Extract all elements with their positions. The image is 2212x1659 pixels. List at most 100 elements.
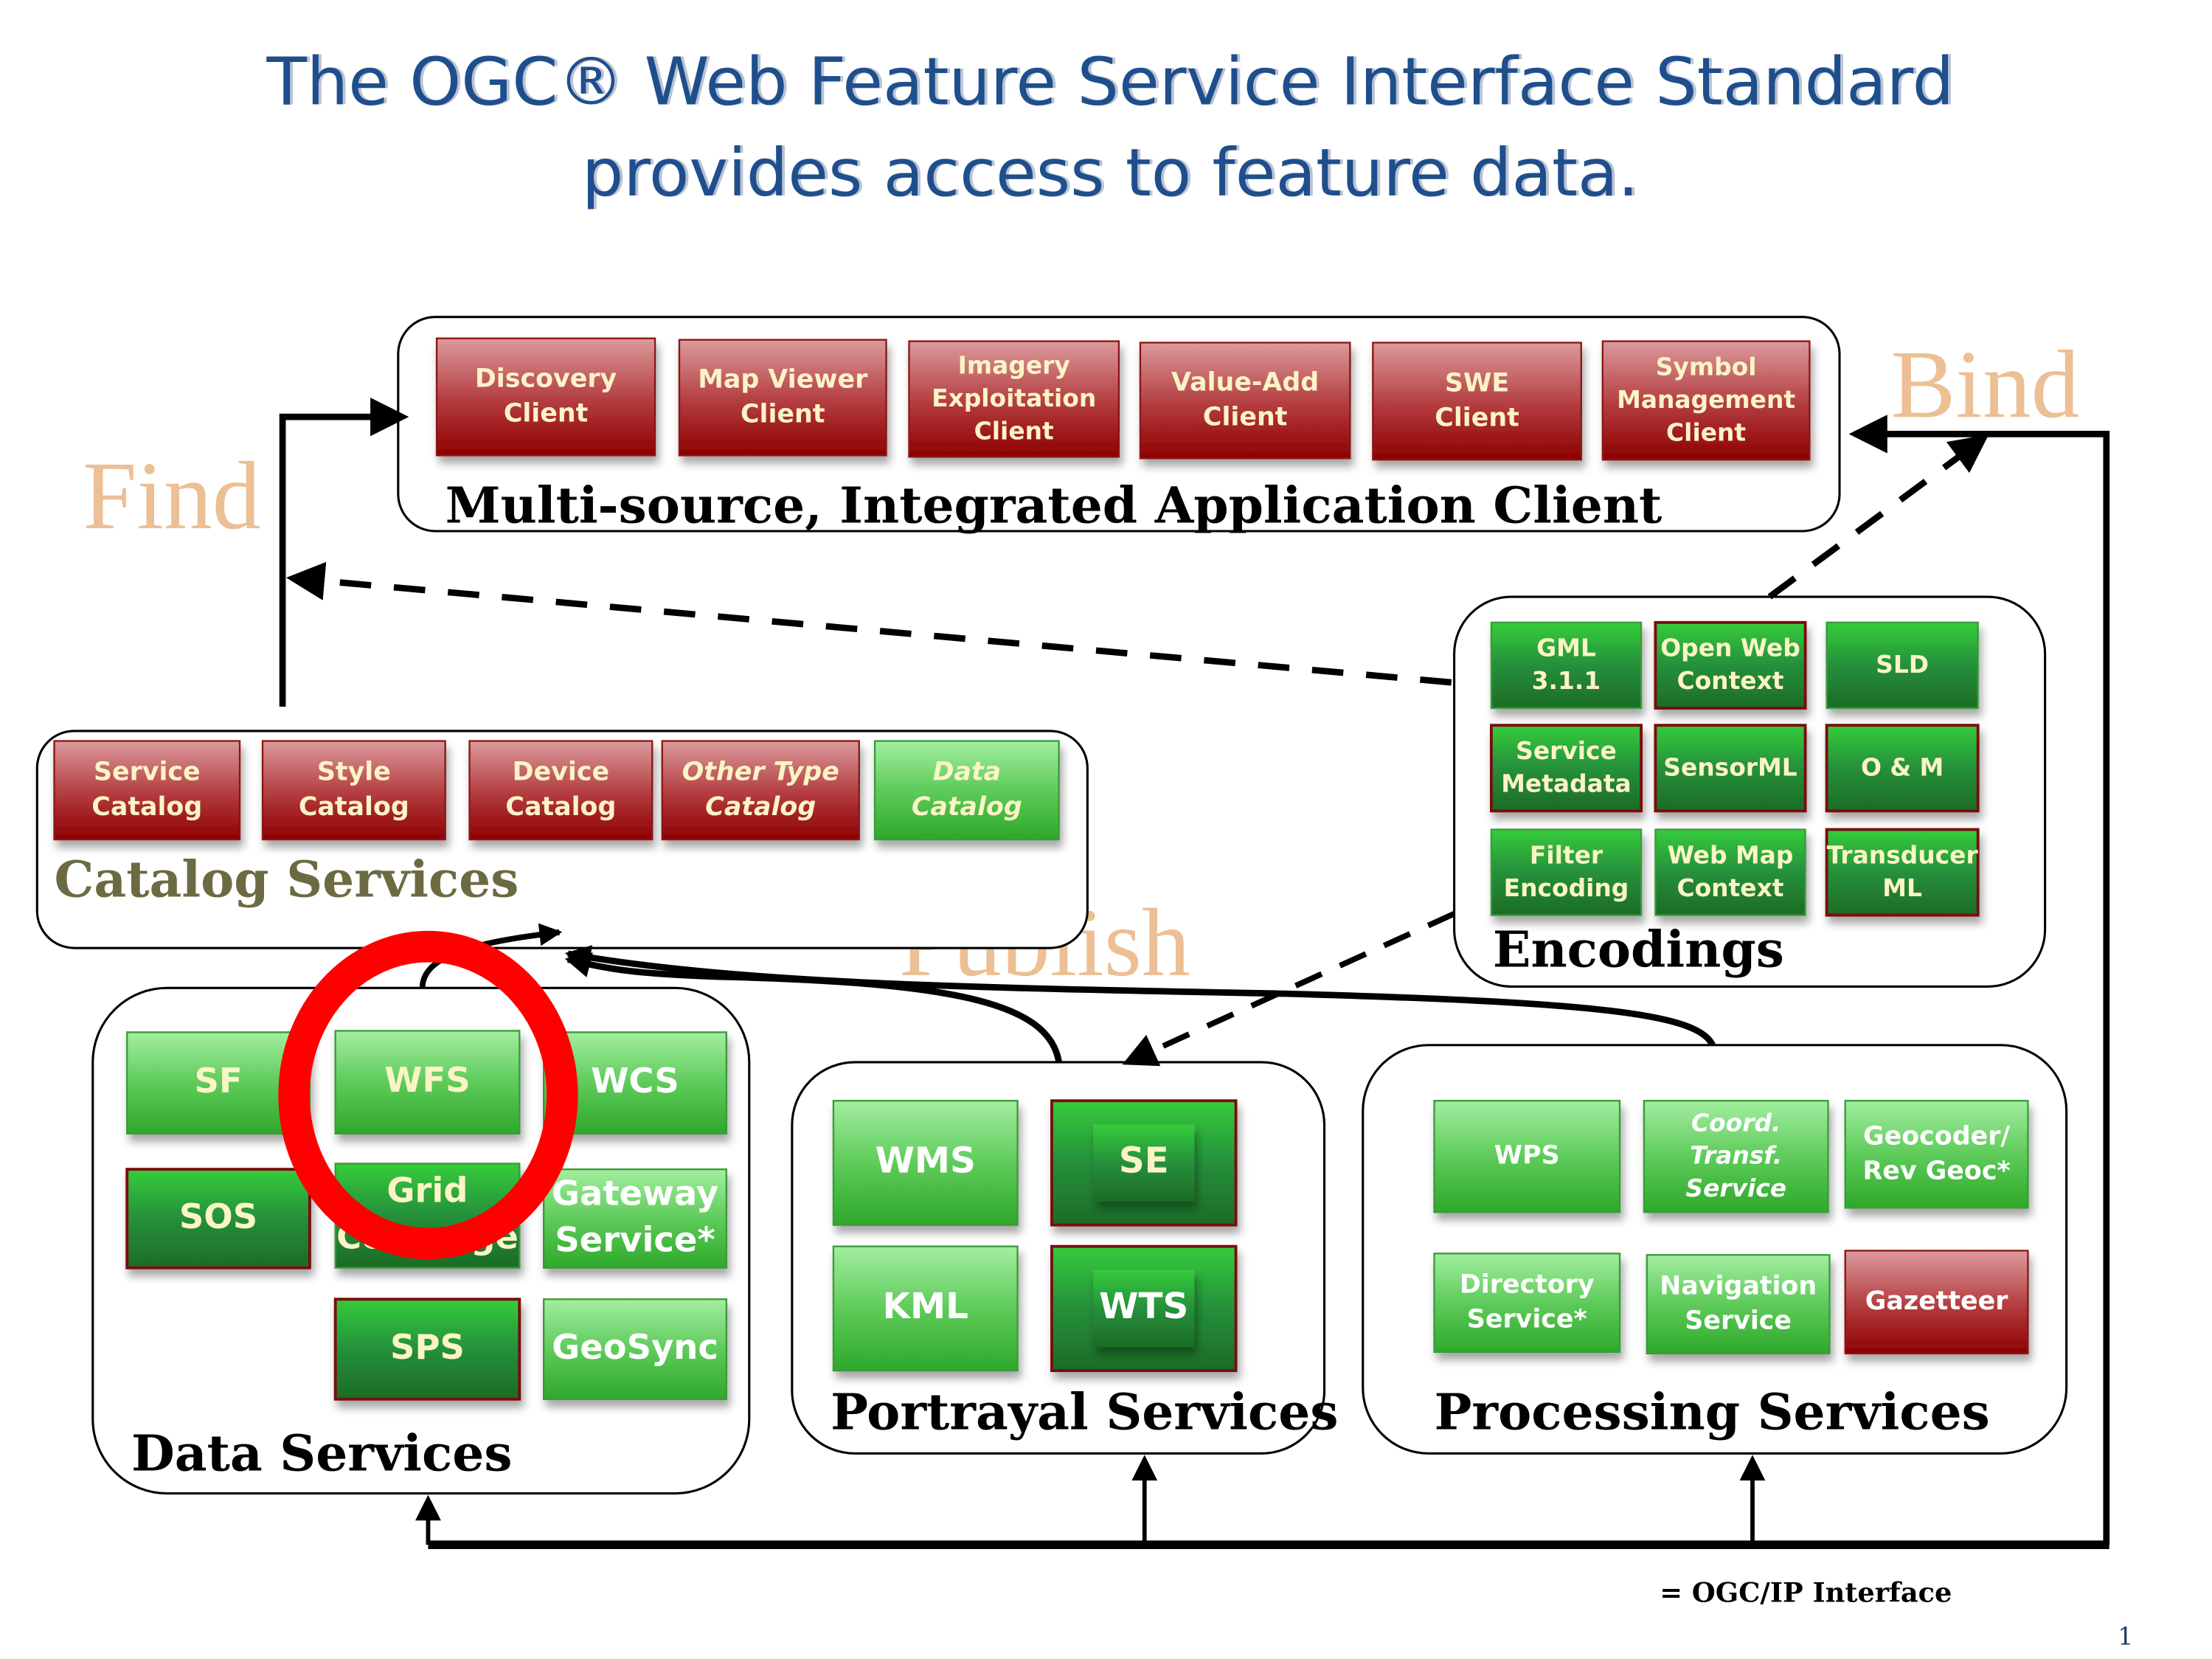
box-label-line: Catalog: [505, 792, 616, 822]
box-label-line: Gateway: [552, 1173, 718, 1213]
box-label-line: Device: [513, 758, 609, 787]
service-box-gazetteer: Gazetteer: [1844, 1250, 2029, 1354]
box-background: [125, 1168, 311, 1270]
box-label-line: KML: [883, 1286, 968, 1327]
box-label-line: GeoSync: [552, 1327, 718, 1367]
box-background: [1654, 724, 1807, 813]
service-box-gml-3-1-1: GML 3.1.1: [1490, 621, 1643, 710]
box-label-line: Context: [1677, 666, 1783, 695]
box-label: Coord.Transf.Service: [1685, 1108, 1786, 1202]
box-label-line: Open Web: [1660, 633, 1800, 662]
box-label-line: WTS: [1099, 1286, 1188, 1327]
box-background: [1844, 1100, 2029, 1209]
wfs-highlight-circle: [278, 930, 578, 1260]
box-background: [832, 1100, 1019, 1226]
box-inner-panel: [1093, 1124, 1195, 1202]
box-background: [1654, 620, 1807, 710]
service-box-wts: WTS: [1050, 1244, 1238, 1372]
service-box-wps: WPS: [1433, 1100, 1621, 1213]
box-label-line: Map Viewer: [698, 365, 868, 395]
box-label-line: WMS: [876, 1140, 976, 1181]
box-label-line: Web Map: [1668, 840, 1794, 869]
portrayal-group-label: Portrayal Services: [831, 1382, 1338, 1441]
box-label: SE: [1119, 1140, 1169, 1181]
encodings-to-bind-dashed-arrow: [1767, 434, 1989, 600]
box-label-line: Service*: [555, 1219, 715, 1259]
processing-group-label: Processing Services: [1435, 1382, 1990, 1441]
box-background: [832, 1245, 1019, 1372]
box-label-line: Catalog: [91, 792, 202, 822]
data-group-label: Data Services: [131, 1424, 512, 1483]
service-box-sld: SLD: [1826, 621, 1979, 710]
box-label: GML 3.1.1: [1532, 633, 1601, 694]
box-label-line: Service*: [1467, 1305, 1587, 1334]
box-background: [53, 740, 241, 841]
box-label: SensorML: [1663, 752, 1797, 781]
box-label-line: Client: [1666, 418, 1746, 446]
box-label-line: GML: [1536, 633, 1596, 662]
box-label-line: 3.1.1: [1532, 666, 1601, 695]
box-label: SOS: [179, 1196, 257, 1236]
box-label: O & M: [1861, 752, 1944, 781]
bind-arrow: [1848, 415, 2110, 1545]
title-line-1: The OGC® Web Feature Service Interface S…: [266, 43, 1954, 120]
box-label: WCS: [591, 1061, 679, 1101]
box-background: [1654, 828, 1806, 916]
find-label: Find: [83, 443, 260, 550]
box-label-line: Style: [317, 758, 391, 787]
service-box-se: SE: [1050, 1099, 1238, 1227]
box-background: [468, 740, 653, 841]
box-label-line: SWE: [1445, 368, 1509, 398]
box-label: KML: [883, 1286, 968, 1327]
box-label-line: SE: [1119, 1140, 1169, 1181]
box-label-line: Service: [1685, 1306, 1792, 1336]
box-background: [678, 339, 887, 457]
box-background: [1844, 1250, 2029, 1354]
service-box-geosync: GeoSync: [543, 1298, 727, 1400]
box-label-line: Catalog: [299, 792, 409, 822]
box-label: SLD: [1876, 649, 1929, 678]
box-label: WMS: [876, 1140, 976, 1181]
box-label-line: Exploitation: [932, 383, 1096, 412]
box-label-line: Navigation: [1660, 1272, 1817, 1301]
service-box-wfs: WFS: [334, 1030, 521, 1135]
box-background: [1825, 724, 1980, 813]
box-label: WTS: [1099, 1286, 1188, 1327]
service-box-sensorml: SensorML: [1654, 724, 1807, 813]
box-label-line: Context: [1677, 873, 1783, 901]
box-label: SF: [194, 1061, 242, 1101]
box-label: GeoSync: [552, 1327, 718, 1367]
box-label-line: ML: [1882, 873, 1922, 901]
box-label-line: Service: [94, 758, 201, 787]
box-label-line: WPS: [1494, 1141, 1560, 1171]
box-label-line: Data: [933, 758, 1002, 787]
box-label-line: Catalog: [912, 792, 1022, 822]
box-label-line: Transducer: [1827, 840, 1979, 869]
box-background: [1826, 621, 1979, 710]
box-label-line: WCS: [591, 1061, 679, 1101]
box-background: [1825, 828, 1980, 917]
box-background: [661, 740, 860, 841]
box-label-line: WFS: [384, 1060, 470, 1100]
box-label-line: Client: [741, 400, 825, 429]
box-background: [543, 1298, 727, 1400]
box-label-line: Client: [1203, 402, 1287, 432]
box-background: [873, 740, 1060, 841]
title-line-2-shadow: provides access to feature data.: [585, 134, 1642, 211]
box-label-line: Service: [1516, 736, 1617, 765]
